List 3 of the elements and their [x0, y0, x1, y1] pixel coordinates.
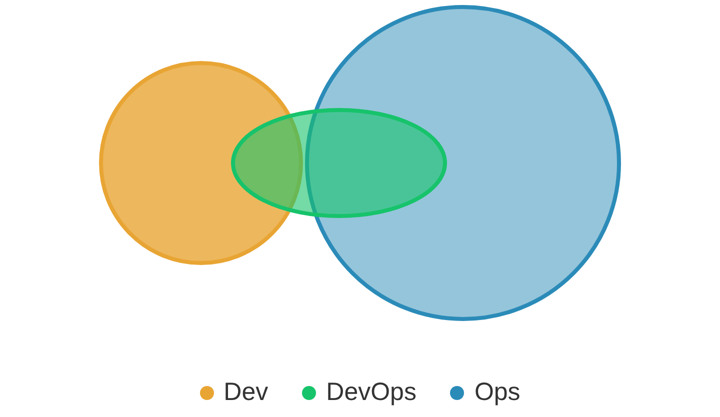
legend-label: Ops	[474, 378, 520, 407]
legend-label: Dev	[224, 378, 268, 407]
legend-label: DevOps	[326, 378, 416, 407]
